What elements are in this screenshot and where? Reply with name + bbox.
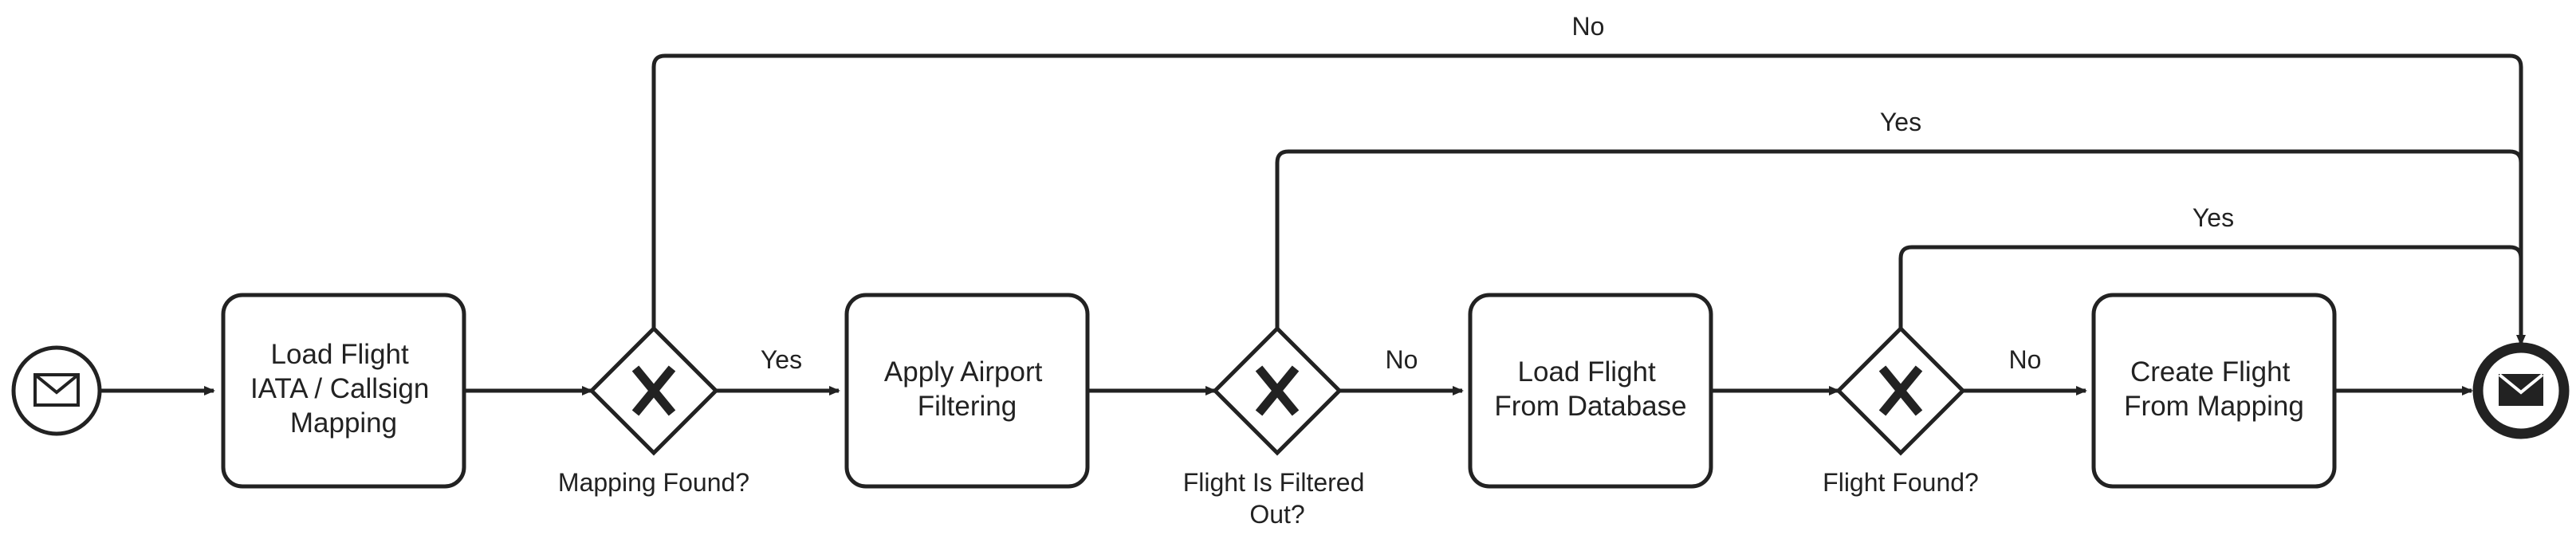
gateway-mapping-found[interactable] — [588, 325, 719, 456]
gateway-label-line: Mapping Found? — [558, 468, 749, 497]
task-label: Load Flight IATA / Callsign Mapping — [250, 339, 437, 439]
exclusive-x-icon — [1255, 365, 1300, 416]
task-label: Apply Airport Filtering — [884, 356, 1050, 422]
envelope-icon — [33, 373, 80, 407]
task-label: Create Flight From Mapping — [2124, 356, 2304, 422]
task-label: Load Flight From Database — [1494, 356, 1686, 422]
task-label-line: Load Flight — [271, 339, 409, 370]
flow-gateway1-no-to-end — [651, 53, 2526, 346]
exclusive-x-icon — [631, 365, 676, 416]
task-create-flight-from-mapping[interactable]: Create Flight From Mapping — [2091, 293, 2337, 489]
exclusive-x-icon — [1878, 365, 1923, 416]
flow-gateway2-yes-to-end — [1275, 149, 2523, 329]
task-label-line: From Mapping — [2124, 391, 2304, 422]
envelope-filled-icon — [2498, 373, 2544, 406]
flow-label-gateway1-no: No — [1572, 12, 1605, 41]
task-label-line: Mapping — [290, 407, 397, 439]
flow-label-gateway1-yes: Yes — [761, 345, 802, 374]
gateway-label-line: Out? — [1249, 500, 1304, 529]
gateway-flight-found[interactable] — [1835, 325, 1966, 456]
gateway-label-flight-found: Flight Found? — [1823, 468, 1979, 497]
flow-label-gateway2-no: No — [1386, 345, 1418, 374]
task-load-flight-mapping[interactable]: Load Flight IATA / Callsign Mapping — [221, 293, 466, 489]
flow-gateway3-yes-to-end — [1898, 245, 2523, 329]
task-label-line: Create Flight — [2130, 356, 2291, 388]
gateway-flight-filtered-out[interactable] — [1212, 325, 1343, 456]
flow-label-gateway3-yes: Yes — [2193, 203, 2234, 232]
gateway-label-mapping-found: Mapping Found? — [558, 468, 749, 497]
task-label-line: Apply Airport — [884, 356, 1043, 388]
gateway-label-line: Flight Is Filtered — [1183, 468, 1365, 497]
sequence-flows — [100, 53, 2526, 395]
flow-label-gateway3-no: No — [2009, 345, 2042, 374]
flow-label-gateway2-yes: Yes — [1880, 108, 1921, 136]
end-event — [2472, 342, 2570, 439]
task-label-line: From Database — [1494, 391, 1686, 422]
task-label-line: Load Flight — [1518, 356, 1656, 388]
gateway-label-flight-filtered-out: Flight Is Filtered Out? — [1183, 468, 1372, 529]
task-load-flight-from-database[interactable]: Load Flight From Database — [1468, 293, 1713, 489]
task-label-line: IATA / Callsign — [250, 373, 429, 404]
task-label-line: Filtering — [918, 391, 1017, 422]
gateway-label-line: Flight Found? — [1823, 468, 1979, 497]
start-event — [11, 345, 102, 436]
task-apply-airport-filtering[interactable]: Apply Airport Filtering — [844, 293, 1090, 489]
